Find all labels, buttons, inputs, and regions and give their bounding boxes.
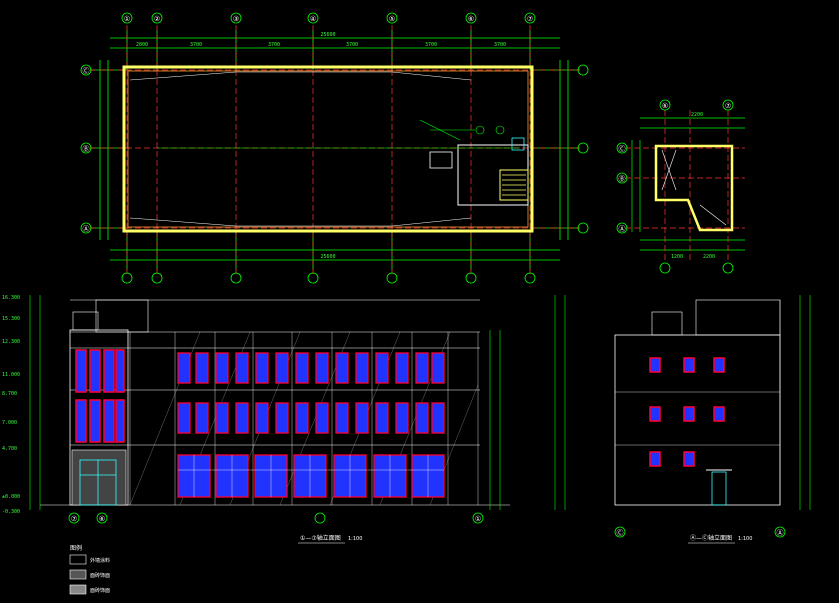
side-windows [649,357,725,467]
elevation-shopfront [177,454,445,498]
plan-dim: 3700 [494,42,506,48]
elevation-scale-main: 1:100 [348,536,362,542]
level-mark: -0.300 [2,509,20,515]
main-elevation: 16.300 15.300 12.300 11.000 8.700 7.000 … [2,295,510,544]
level-mark: 7.000 [2,420,17,426]
legend-swatch [69,584,87,595]
small-plan-dim: 2200 [703,254,715,260]
elevation-axis: ⑦ [71,515,77,523]
side-axis: Ⓒ [617,529,624,537]
plan-axis-left: Ⓒ [83,67,90,75]
elevation-axis: ① [475,515,481,523]
plan-axis-top: ① [124,15,130,23]
plan-dim: 2800 [136,42,148,48]
stair-tower-windows [75,349,125,443]
level-mark: 4.700 [2,446,17,452]
plan-dim-total-bottom: 25600 [320,254,335,260]
roof-plan: ① ② ③ ④ ⑤ ⑥ ⑦ Ⓒ Ⓑ Ⓐ 2800 3700 3700 3700 … [80,12,589,284]
plan-axis-labels: ① ② ③ ④ ⑤ ⑥ ⑦ Ⓒ Ⓑ Ⓐ [83,15,534,233]
legend-item: 面砖饰面 [90,572,110,579]
small-plan-axis-left: Ⓒ [619,145,626,153]
level-mark: ±0.000 [2,494,20,500]
elevation-facade-grid [129,332,479,505]
plan-axis-top: ⑤ [389,15,395,23]
small-plan-axis-left: Ⓑ [619,175,626,183]
plan-axis-left: Ⓑ [83,145,90,153]
plan-dim: 3700 [425,42,437,48]
small-plan: ⑥ ⑦ Ⓒ Ⓑ Ⓐ 2200 1200 2200 [616,99,745,274]
plan-axis-bubbles [80,12,589,284]
side-elevation: Ⓒ Ⓐ Ⓐ—Ⓒ轴立面图 1:100 [554,295,811,544]
plan-dim-total: 25600 [320,32,335,38]
plan-dim-text: 2800 3700 3700 3700 3700 3700 25600 2560… [136,32,506,260]
plan-stair [502,174,526,196]
elevation-title-main: ①—⑦轴立面图 [300,534,341,542]
plan-grid-axes [90,25,580,275]
legend-swatch [69,569,87,580]
small-plan-axis-top: ⑥ [662,102,668,110]
plan-walls [122,65,534,233]
plan-axis-top: ⑥ [468,15,474,23]
level-mark: 12.300 [2,339,20,345]
level-mark: 8.700 [2,391,17,397]
elevation-title-side: Ⓐ—Ⓒ轴立面图 [690,534,732,542]
legend: 图例 外墙涂料 面砖饰面 面砖饰面 [69,544,110,595]
plan-axis-left: Ⓐ [83,225,90,233]
level-mark: 15.300 [2,316,20,322]
small-plan-axis-left: Ⓐ [619,225,626,233]
plan-leaders [157,119,520,149]
side-axis: Ⓐ [777,529,784,537]
plan-axis-top: ④ [310,15,316,23]
legend-swatch [69,554,87,565]
plan-dim: 3700 [346,42,358,48]
legend-item: 外墙涂料 [90,557,110,564]
elevation-windows-row2 [177,402,445,434]
level-mark: 11.000 [2,372,20,378]
legend-title: 图例 [70,544,82,552]
legend-item: 面砖饰面 [90,587,110,594]
elevation-axis: ⑥ [99,515,105,523]
elevation-scale-side: 1:100 [738,536,752,542]
plan-axis-top: ③ [233,15,239,23]
small-plan-dim: 2200 [691,112,703,118]
plan-axis-top: ⑦ [527,15,533,23]
small-plan-axis-top: ⑦ [725,102,731,110]
elevation-level-text: 16.300 15.300 12.300 11.000 8.700 7.000 … [2,295,20,515]
small-plan-dim: 1200 [671,254,683,260]
plan-axis-top: ② [154,15,160,23]
plan-dim: 3700 [268,42,280,48]
elevation-windows-row3 [177,352,445,384]
plan-dim: 3700 [190,42,202,48]
level-mark: 16.300 [2,295,20,301]
